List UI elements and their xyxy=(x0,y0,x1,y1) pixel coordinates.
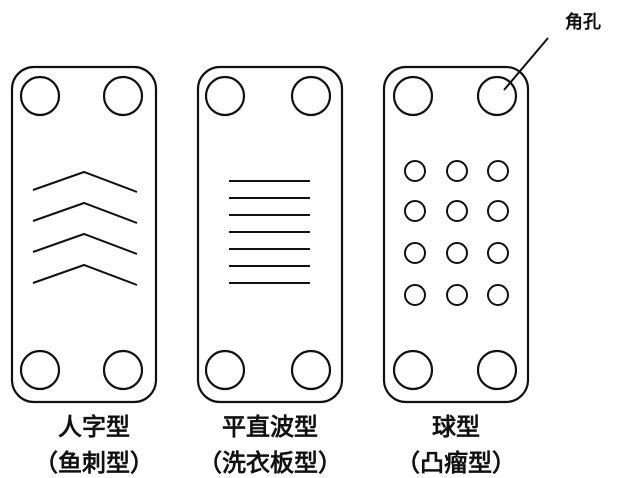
chevron-icon xyxy=(32,170,138,286)
plate-dimple-name: 球型 xyxy=(432,413,480,441)
plate-outline xyxy=(196,65,344,404)
plate-dimple xyxy=(382,65,530,404)
plate-dimple-alias: （凸瘤型） xyxy=(396,449,516,477)
parallel-lines-icon xyxy=(229,180,310,284)
corner-port-icon xyxy=(19,75,61,117)
callout-leader-line xyxy=(503,37,549,91)
corner-port-icon xyxy=(392,349,434,391)
corner-port-icon xyxy=(204,349,246,391)
corner-port-icon xyxy=(476,349,518,391)
corner-port-icon xyxy=(102,75,144,117)
plate-flat-wave-name: 平直波型 xyxy=(222,413,318,441)
plate-outline xyxy=(382,65,530,404)
corner-port-icon xyxy=(102,349,144,391)
corner-port-icon xyxy=(290,75,332,117)
dot-grid-icon xyxy=(404,160,509,306)
corner-port-icon xyxy=(290,349,332,391)
corner-port-icon xyxy=(476,75,518,117)
corner-port-icon xyxy=(392,75,434,117)
plate-outline xyxy=(10,65,158,404)
callout-label-corner-hole: 角孔 xyxy=(565,12,601,33)
plate-herringbone xyxy=(10,65,158,404)
plate-flat-wave xyxy=(196,65,344,404)
corner-port-icon xyxy=(204,75,246,117)
plate-herringbone-alias: （鱼刺型） xyxy=(34,449,154,477)
plate-herringbone-name: 人字型 xyxy=(58,413,130,441)
plate-flat-wave-alias: （洗衣板型） xyxy=(198,449,342,477)
corner-port-icon xyxy=(19,349,61,391)
